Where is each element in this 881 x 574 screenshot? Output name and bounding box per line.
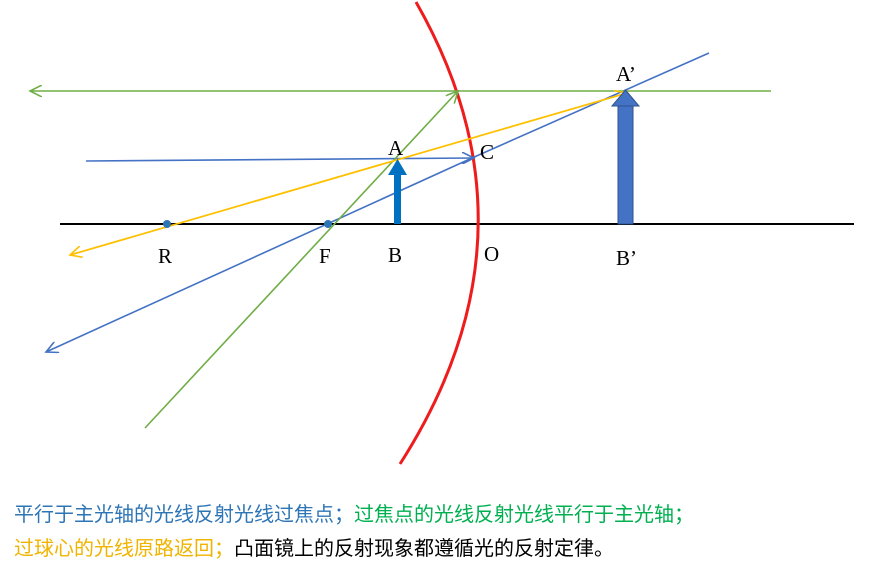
focal-point: [324, 220, 332, 228]
label-r: R: [158, 244, 172, 268]
caption-focal-ray-rule: 过焦点的光线反射光线平行于主光轴；: [354, 502, 694, 526]
label-o: O: [484, 242, 499, 266]
label-a-prime: A’: [616, 62, 636, 86]
image-arrow-head: [610, 89, 641, 107]
convex-mirror-ray-diagram: A A’ C R F B O B’: [0, 1, 854, 465]
caption-center-ray-rule: 过球心的光线原路返回；: [14, 536, 234, 560]
blue-reflected-extension: [471, 52, 710, 159]
label-c: C: [480, 140, 494, 164]
label-b-prime: B’: [616, 246, 637, 270]
convex-mirror: [398, 1, 480, 465]
object-arrow-head: [388, 159, 407, 175]
object-arrow-shaft: [394, 174, 401, 224]
yellow-ray-returning: [70, 92, 628, 255]
caption-line-2: 过球心的光线原路返回；凸面镜上的反射现象都遵循光的反射定律。: [14, 531, 874, 565]
center-of-curvature-point: [163, 220, 171, 228]
image-arrow-shaft: [617, 103, 634, 225]
caption: 平行于主光轴的光线反射光线过焦点；过焦点的光线反射光线平行于主光轴； 过球心的光…: [14, 497, 874, 565]
label-a: A: [388, 136, 404, 160]
label-b: B: [388, 243, 402, 267]
green-incident-ray: [144, 91, 458, 429]
blue-reflected-ray: [46, 157, 473, 352]
label-f: F: [319, 244, 331, 268]
caption-reflection-law: 凸面镜上的反射现象都遵循光的反射定律。: [234, 536, 614, 560]
caption-parallel-ray-rule: 平行于主光轴的光线反射光线过焦点；: [14, 502, 354, 526]
blue-incident-ray: [85, 158, 474, 161]
caption-line-1: 平行于主光轴的光线反射光线过焦点；过焦点的光线反射光线平行于主光轴；: [14, 497, 874, 531]
